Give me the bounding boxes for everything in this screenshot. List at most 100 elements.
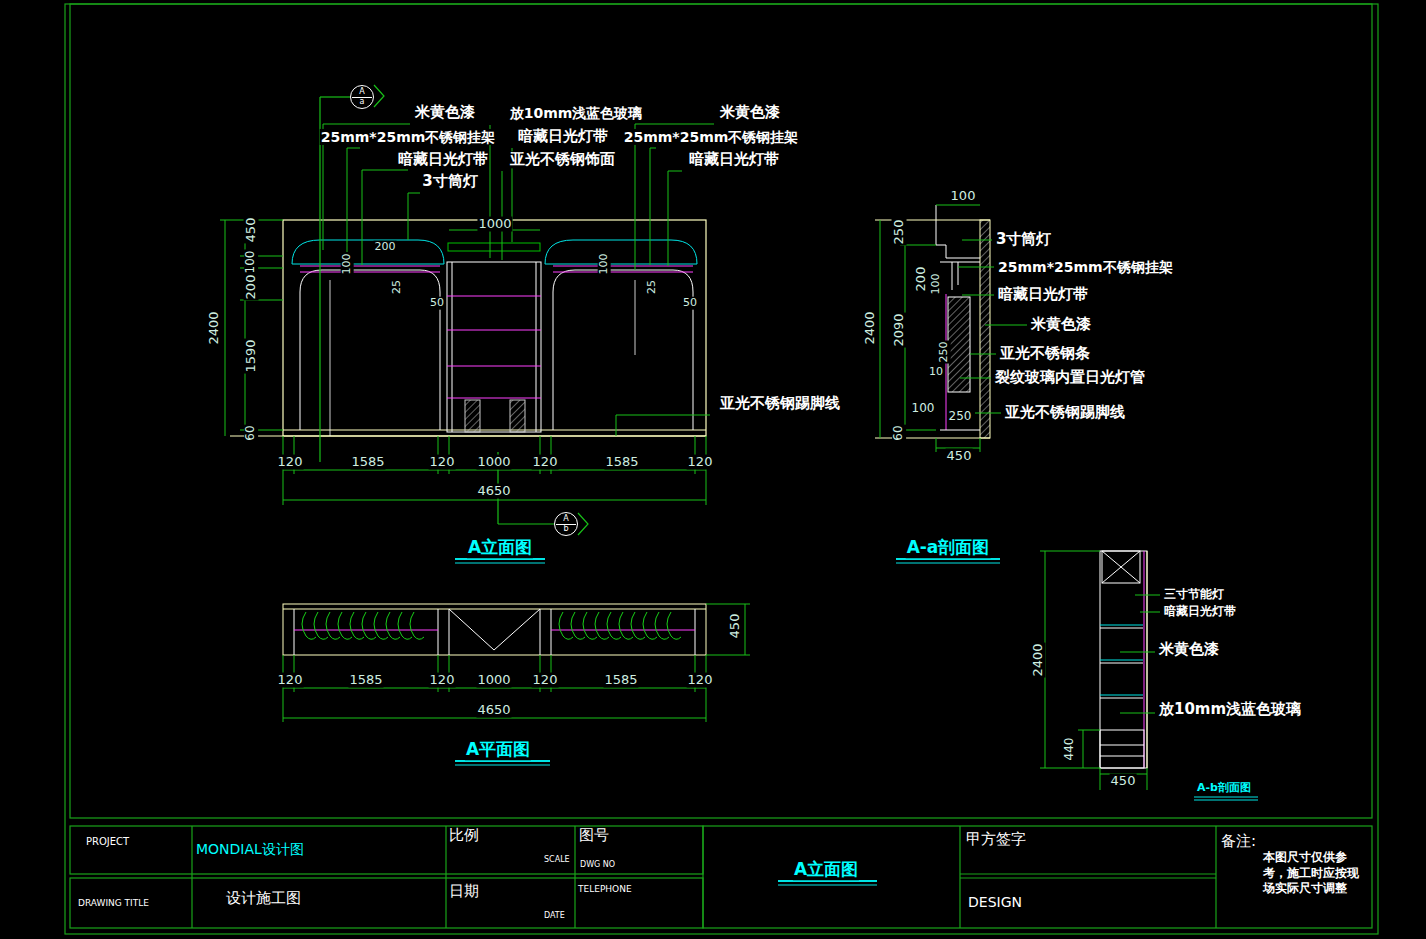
dimension-text: 250 (892, 219, 907, 246)
dimension-text: 60 (244, 424, 258, 441)
annotation-text: 亚光不锈钢条 (999, 345, 1091, 362)
dimension-text: 25 (391, 279, 404, 295)
dimension-text: 120 (429, 455, 456, 470)
dimension-text: 450 (244, 217, 259, 244)
title-block-text: 日期 (448, 883, 480, 900)
annotation-text: 25mm*25mm不锈钢挂架 (320, 129, 497, 145)
title-block-text: DWG NO (579, 860, 616, 869)
dimension-text: 120 (687, 455, 714, 470)
annotation-text: 亚光不锈钢饰面 (509, 151, 616, 168)
title-block-text: SCALE (543, 855, 571, 864)
dimension-text: 2090 (892, 312, 907, 347)
dimension-text: 60 (892, 424, 906, 441)
dimension-text: 450 (1110, 774, 1137, 789)
title-block-text: 本图尺寸仅供参考，施工时应按现场实际尺寸调整 (1262, 850, 1364, 897)
dimension-text: 50 (429, 297, 445, 310)
annotation-text: 暗藏日光灯带 (997, 286, 1089, 303)
title-block-text: DATE (543, 911, 566, 920)
dimension-text: 440 (1063, 737, 1077, 762)
dimension-text: 250 (938, 341, 951, 364)
dimension-text: 25 (646, 279, 659, 295)
annotation-text: 米黄色漆 (414, 104, 476, 121)
sheet-frame (65, 4, 1378, 934)
section-marker: Ab (554, 512, 578, 536)
dimension-text: 120 (532, 673, 559, 688)
dimension-text: 10 (928, 366, 944, 379)
annotation-text: 放10mm浅蓝色玻璃 (1158, 701, 1302, 718)
dimension-text: 450 (728, 613, 743, 640)
dimension-text: 120 (687, 673, 714, 688)
dimension-text: 2400 (207, 310, 222, 345)
annotation-text: 米黄色漆 (719, 104, 781, 121)
title-block-text: PROJECT (85, 836, 130, 848)
section-a-b (1100, 551, 1147, 768)
title-block-text: 图号 (578, 827, 610, 844)
dimension-text: 1585 (350, 455, 385, 470)
annotation-text: 暗藏日光灯带 (397, 151, 489, 168)
dimension-text: 100 (950, 189, 977, 204)
annotation-text: 3寸筒灯 (995, 231, 1052, 248)
annotation-text: 亚光不锈钢踢脚线 (1004, 404, 1126, 421)
dimension-text: 1590 (244, 338, 259, 373)
dimension-text: 100 (598, 253, 611, 276)
dimension-text: 250 (948, 410, 973, 424)
marker-text: A (351, 88, 373, 96)
dimension-text: 100 (911, 402, 936, 416)
leader-line (323, 124, 714, 436)
dimension-text: 1000 (476, 455, 511, 470)
title-block-text: 比例 (448, 827, 480, 844)
dimension-text: 200 (914, 266, 929, 293)
dimension-text: 200 (244, 274, 259, 301)
dimension-text: 100 (244, 250, 258, 275)
dimension-text: 1585 (604, 455, 639, 470)
annotation-text: 暗藏日光灯带 (1163, 605, 1237, 619)
marker-text: b (555, 525, 577, 533)
annotation-text: 暗藏日光灯带 (517, 128, 609, 145)
view-title: A平面图 (465, 740, 531, 760)
annotation-text: 裂纹玻璃内置日光灯管 (994, 369, 1146, 386)
dimension-text: 100 (930, 273, 943, 296)
annotation-text: 亚光不锈钢踢脚线 (719, 395, 841, 412)
title-block-text: 甲方签字 (965, 831, 1027, 848)
dimension-text: 50 (682, 297, 698, 310)
title-block-text: 备注: (1220, 833, 1257, 850)
marker-text: a (351, 98, 373, 106)
annotation-text: 25mm*25mm不锈钢挂架 (623, 129, 800, 145)
dimension-text: 2400 (1031, 642, 1046, 677)
dimension-text: 4650 (476, 484, 511, 499)
dimension-text: 120 (429, 673, 456, 688)
dimension-text: 450 (946, 449, 973, 464)
title-underline (455, 559, 1258, 885)
dimension-text: 100 (341, 253, 354, 276)
title-block-text: 设计施工图 (225, 890, 302, 907)
dimension-text: 1000 (477, 217, 512, 232)
title-block-text: TELEPHONE (577, 884, 633, 894)
title-block-text: DESIGN (967, 894, 1023, 910)
dimension-lines (1040, 551, 1160, 790)
section-marker: Aa (350, 85, 374, 109)
dimension-text: 1585 (603, 673, 638, 688)
title-block-text: MONDIAL设计图 (195, 841, 305, 857)
view-title: A立面图 (793, 860, 859, 880)
view-title: A-a剖面图 (906, 538, 991, 558)
dimension-text: 4650 (476, 703, 511, 718)
marker-text: A (555, 515, 577, 523)
title-block-text: DRAWING TITLE (77, 898, 150, 908)
dimension-text: 200 (374, 241, 397, 254)
annotation-text: 米黄色漆 (1030, 316, 1092, 333)
annotation-text: 3寸筒灯 (421, 173, 478, 190)
plan-drawing (283, 604, 706, 655)
annotation-text: 暗藏日光灯带 (688, 151, 780, 168)
dimension-lines (283, 604, 750, 722)
view-title: A立面图 (467, 538, 533, 558)
annotation-text: 米黄色漆 (1158, 641, 1220, 658)
dimension-lines (220, 220, 706, 505)
view-title: A-b剖面图 (1196, 782, 1252, 795)
dimension-text: 120 (532, 455, 559, 470)
dimension-text: 1000 (476, 673, 511, 688)
annotation-text: 放10mm浅蓝色玻璃 (509, 105, 644, 121)
annotation-text: 三寸节能灯 (1163, 588, 1225, 602)
dimension-text: 2400 (863, 310, 878, 345)
dimension-text: 1585 (348, 673, 383, 688)
